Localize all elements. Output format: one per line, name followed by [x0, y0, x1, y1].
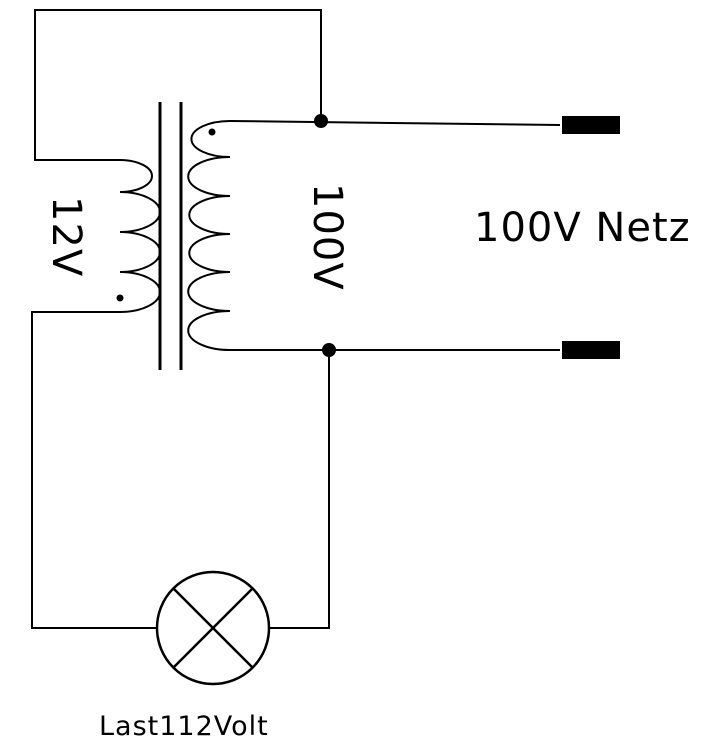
mains-label: 100V Netz	[474, 205, 691, 251]
primary-voltage-label: 100V	[304, 183, 350, 291]
primary-coil	[187, 120, 231, 351]
load-label: Last112Volt	[99, 711, 269, 742]
secondary-voltage-label: 12V	[43, 196, 89, 277]
wire-secondary-to-lamp	[31, 311, 157, 629]
wire-primary-top	[229, 120, 561, 126]
wire-secondary-top-loop	[34, 9, 322, 161]
secondary-polarity-dot	[116, 294, 124, 302]
primary-polarity-dot	[208, 128, 216, 136]
lamp-icon	[155, 570, 271, 686]
mains-terminal-top	[562, 116, 620, 134]
wire-junction-to-lamp	[270, 350, 330, 629]
mains-terminal-bottom	[562, 341, 620, 359]
junction-top	[314, 114, 328, 128]
secondary-coil	[119, 159, 161, 313]
